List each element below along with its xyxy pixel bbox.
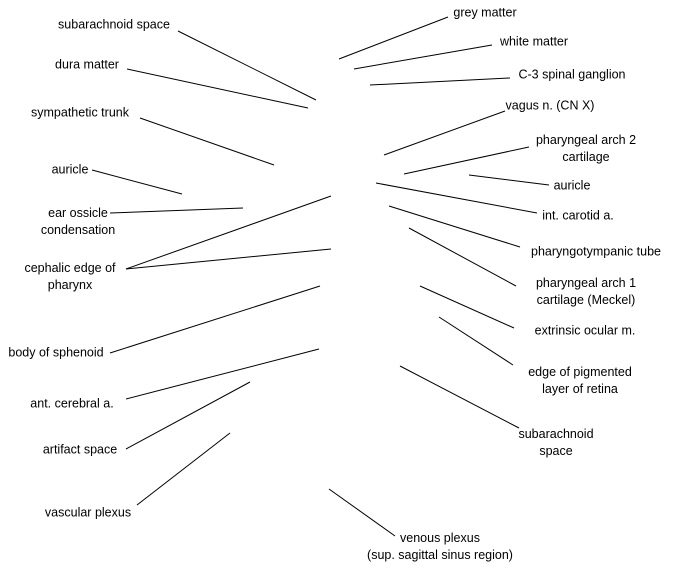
leader-line-grey-matter xyxy=(338,16,449,60)
label-white-matter: white matter xyxy=(500,34,568,51)
label-sympathetic-trunk: sympathetic trunk xyxy=(31,105,129,122)
label-text-line: extrinsic ocular m. xyxy=(534,323,636,338)
label-text-line: vagus n. (CN X) xyxy=(505,98,595,113)
label-text-line: edge of pigmented xyxy=(528,365,632,379)
leader-line-artifact-space xyxy=(125,381,251,450)
label-vascular-plexus: vascular plexus xyxy=(45,505,131,522)
label-text-line: cartilage (Meckel) xyxy=(536,293,636,307)
leader-line-cephalic-edge-of-pharynx-1 xyxy=(125,195,332,270)
leader-line-pharyngotympanic-tube xyxy=(388,205,521,248)
label-cephalic-edge-of-pharynx: cephalic edge of pharynx xyxy=(24,260,115,294)
leader-line-vascular-plexus xyxy=(136,432,231,506)
leader-line-auricle-left xyxy=(91,169,183,195)
label-text-line: subarachnoid space xyxy=(58,17,170,32)
label-text-line: C-3 spinal ganglion xyxy=(518,67,626,82)
leader-line-sympathetic-trunk xyxy=(139,117,275,166)
label-text-line: pharyngotympanic tube xyxy=(531,244,661,259)
label-text-line: artifact space xyxy=(42,442,118,457)
label-text-line: ear ossicle xyxy=(48,206,108,220)
leader-line-subarachnoid-space-top xyxy=(177,30,317,101)
label-subarachnoid-space-right: subarachnoid space xyxy=(518,426,593,460)
label-text-line: (sup. sagittal sinus region) xyxy=(367,548,513,562)
leader-line-venous-plexus xyxy=(328,488,396,537)
label-text-line: cephalic edge of xyxy=(24,261,116,275)
label-edge-of-pigmented-layer-of-retina: edge of pigmented layer of retina xyxy=(528,364,632,398)
label-venous-plexus: venous plexus (sup. sagittal sinus region… xyxy=(367,530,513,564)
label-ear-ossicle-condensation: ear ossicle condensation xyxy=(41,205,115,239)
label-text-line: pharyngeal arch 2 xyxy=(535,133,637,147)
leader-line-dura-matter xyxy=(126,68,309,109)
label-text-line: body of sphenoid xyxy=(8,345,104,360)
leader-line-white-matter xyxy=(353,44,493,70)
leader-line-ant-cerebral-a xyxy=(125,348,320,400)
label-body-of-sphenoid: body of sphenoid xyxy=(8,345,103,362)
label-text-line: cartilage xyxy=(562,150,610,164)
leader-line-c3-spinal-ganglion xyxy=(369,77,511,86)
label-ant-cerebral-a: ant. cerebral a. xyxy=(30,396,113,413)
label-pharyngotympanic-tube: pharyngotympanic tube xyxy=(531,244,661,261)
leader-line-int-carotid-a xyxy=(375,182,538,214)
label-text-line: pharyngeal arch 1 xyxy=(535,276,637,290)
leader-line-subarachnoid-space-right xyxy=(399,365,520,429)
leader-line-pharyngeal-arch-2-cartilage xyxy=(403,146,530,175)
label-text-line: int. carotid a. xyxy=(542,208,614,223)
leader-line-edge-of-pigmented-layer-of-retina xyxy=(438,316,514,366)
label-pharyngeal-arch-2-cartilage: pharyngeal arch 2 cartilage xyxy=(536,132,636,166)
label-vagus-n: vagus n. (CN X) xyxy=(506,98,595,115)
label-text-line: layer of retina xyxy=(542,382,618,396)
leader-line-cephalic-edge-of-pharynx-2 xyxy=(125,248,332,270)
label-text-line: vascular plexus xyxy=(44,505,132,520)
label-text-line: auricle xyxy=(51,162,89,177)
label-c3-spinal-ganglion: C-3 spinal ganglion xyxy=(518,67,625,84)
leader-line-auricle-right xyxy=(468,174,550,186)
label-text-line: condensation xyxy=(40,223,116,237)
label-int-carotid-a: int. carotid a. xyxy=(542,208,614,225)
label-text-line: pharynx xyxy=(47,278,93,292)
leader-line-body-of-sphenoid xyxy=(109,285,321,354)
label-subarachnoid-space-top: subarachnoid space xyxy=(58,17,170,34)
label-text-line: ant. cerebral a. xyxy=(30,396,114,411)
label-dura-matter: dura matter xyxy=(55,57,119,74)
leader-line-extrinsic-ocular-m xyxy=(419,285,515,329)
leader-line-vagus-n xyxy=(383,110,506,156)
label-auricle-right: auricle xyxy=(554,178,591,195)
label-text-line: subarachnoid xyxy=(518,427,594,441)
label-artifact-space: artifact space xyxy=(43,442,117,459)
label-text-line: white matter xyxy=(499,34,569,49)
label-text-line: venous plexus xyxy=(400,531,480,545)
label-pharyngeal-arch-1-cartilage: pharyngeal arch 1 cartilage (Meckel) xyxy=(536,275,636,309)
label-auricle-left: auricle xyxy=(52,162,89,179)
label-text-line: sympathetic trunk xyxy=(31,105,129,120)
label-text-line: grey matter xyxy=(453,5,517,20)
label-text-line: space xyxy=(539,444,573,458)
leader-line-pharyngeal-arch-1-cartilage xyxy=(408,227,517,287)
label-grey-matter: grey matter xyxy=(453,5,516,22)
label-text-line: auricle xyxy=(553,178,591,193)
label-extrinsic-ocular-m: extrinsic ocular m. xyxy=(535,323,636,340)
label-text-line: dura matter xyxy=(55,57,119,72)
leader-line-ear-ossicle-condensation xyxy=(109,207,244,214)
